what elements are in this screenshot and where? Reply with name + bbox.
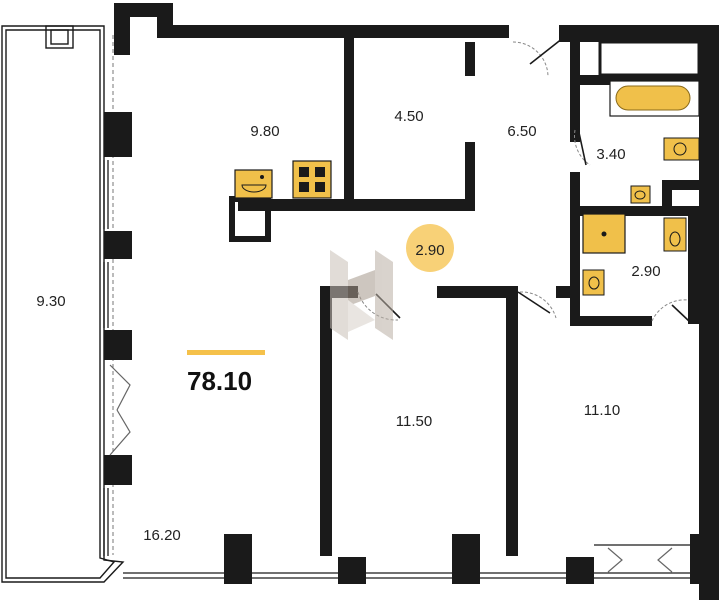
room-area-bedroom-1: 11.50 [396,413,432,430]
wc-sink-icon [582,269,605,296]
room-area-kitchen: 9.80 [250,123,279,140]
shower-icon [582,213,626,254]
room-area-hall: 6.50 [507,123,536,140]
sink-icon [630,185,651,204]
bathtub-icon [609,80,700,117]
toilet-icon [663,137,700,161]
balcony-door [109,364,673,573]
total-area: 78.10 [187,366,252,396]
room-area-wc: 2.90 [631,263,660,280]
stove-icon [292,160,332,199]
room-area-storage: 4.50 [394,108,423,125]
logo-watermark [330,250,393,340]
room-area-bedroom-2: 11.10 [584,402,620,419]
room-area-balcony: 9.30 [36,293,65,310]
total-area-accent-bar [187,350,265,355]
room-area-bathroom: 3.40 [596,146,625,163]
windows [103,160,690,579]
walls [104,3,719,600]
balcony-outline [1,25,125,583]
room-area-corridor: 2.90 [415,242,444,259]
room-area-living: 16.20 [143,527,181,544]
wc-toilet-icon [663,217,687,252]
kitchen-sink-icon [234,169,273,199]
highlight-marker [406,224,454,272]
